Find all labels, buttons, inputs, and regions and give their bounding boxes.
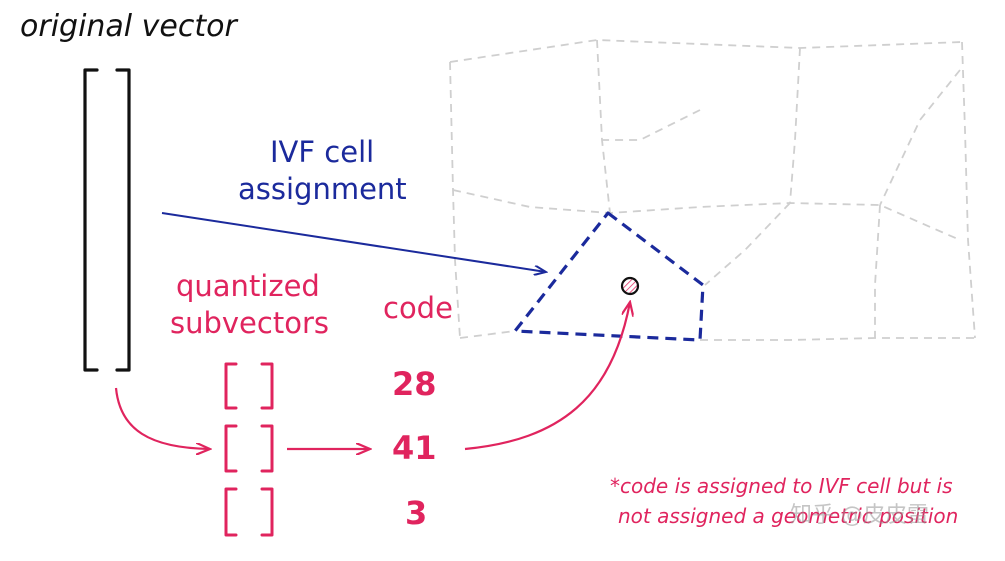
code-value: 3 xyxy=(405,494,428,532)
subvector-bracket xyxy=(224,424,274,473)
split-arrow xyxy=(114,387,210,449)
watermark: 知乎 @皮皮雷 xyxy=(790,503,929,528)
original-vector-bracket xyxy=(83,68,131,372)
subvector-bracket xyxy=(224,487,274,537)
assigned-ivf-cell xyxy=(513,211,705,342)
quantized-subvectors-label-line1: quantized xyxy=(176,269,320,303)
footnote-line2: not assigned a geometric position xyxy=(618,504,959,528)
footnote-line1: *code is assigned to IVF cell but is xyxy=(610,474,953,498)
original-vector-label: original vector xyxy=(20,9,237,44)
ivf-assignment-label-line2: assignment xyxy=(238,172,407,206)
ivf-assignment-label-line1: IVF cell xyxy=(270,135,375,169)
ivf-assignment-arrow xyxy=(161,212,546,272)
code-to-cell-arrow xyxy=(464,302,630,451)
subvector-bracket xyxy=(224,362,274,410)
ivf-cell-grid xyxy=(449,39,976,341)
centroid-marker xyxy=(620,276,640,296)
code-header: code xyxy=(383,291,453,325)
quantized-subvectors-label-line2: subvectors xyxy=(170,306,329,340)
code-value: 41 xyxy=(392,429,437,467)
code-value: 28 xyxy=(392,365,437,403)
